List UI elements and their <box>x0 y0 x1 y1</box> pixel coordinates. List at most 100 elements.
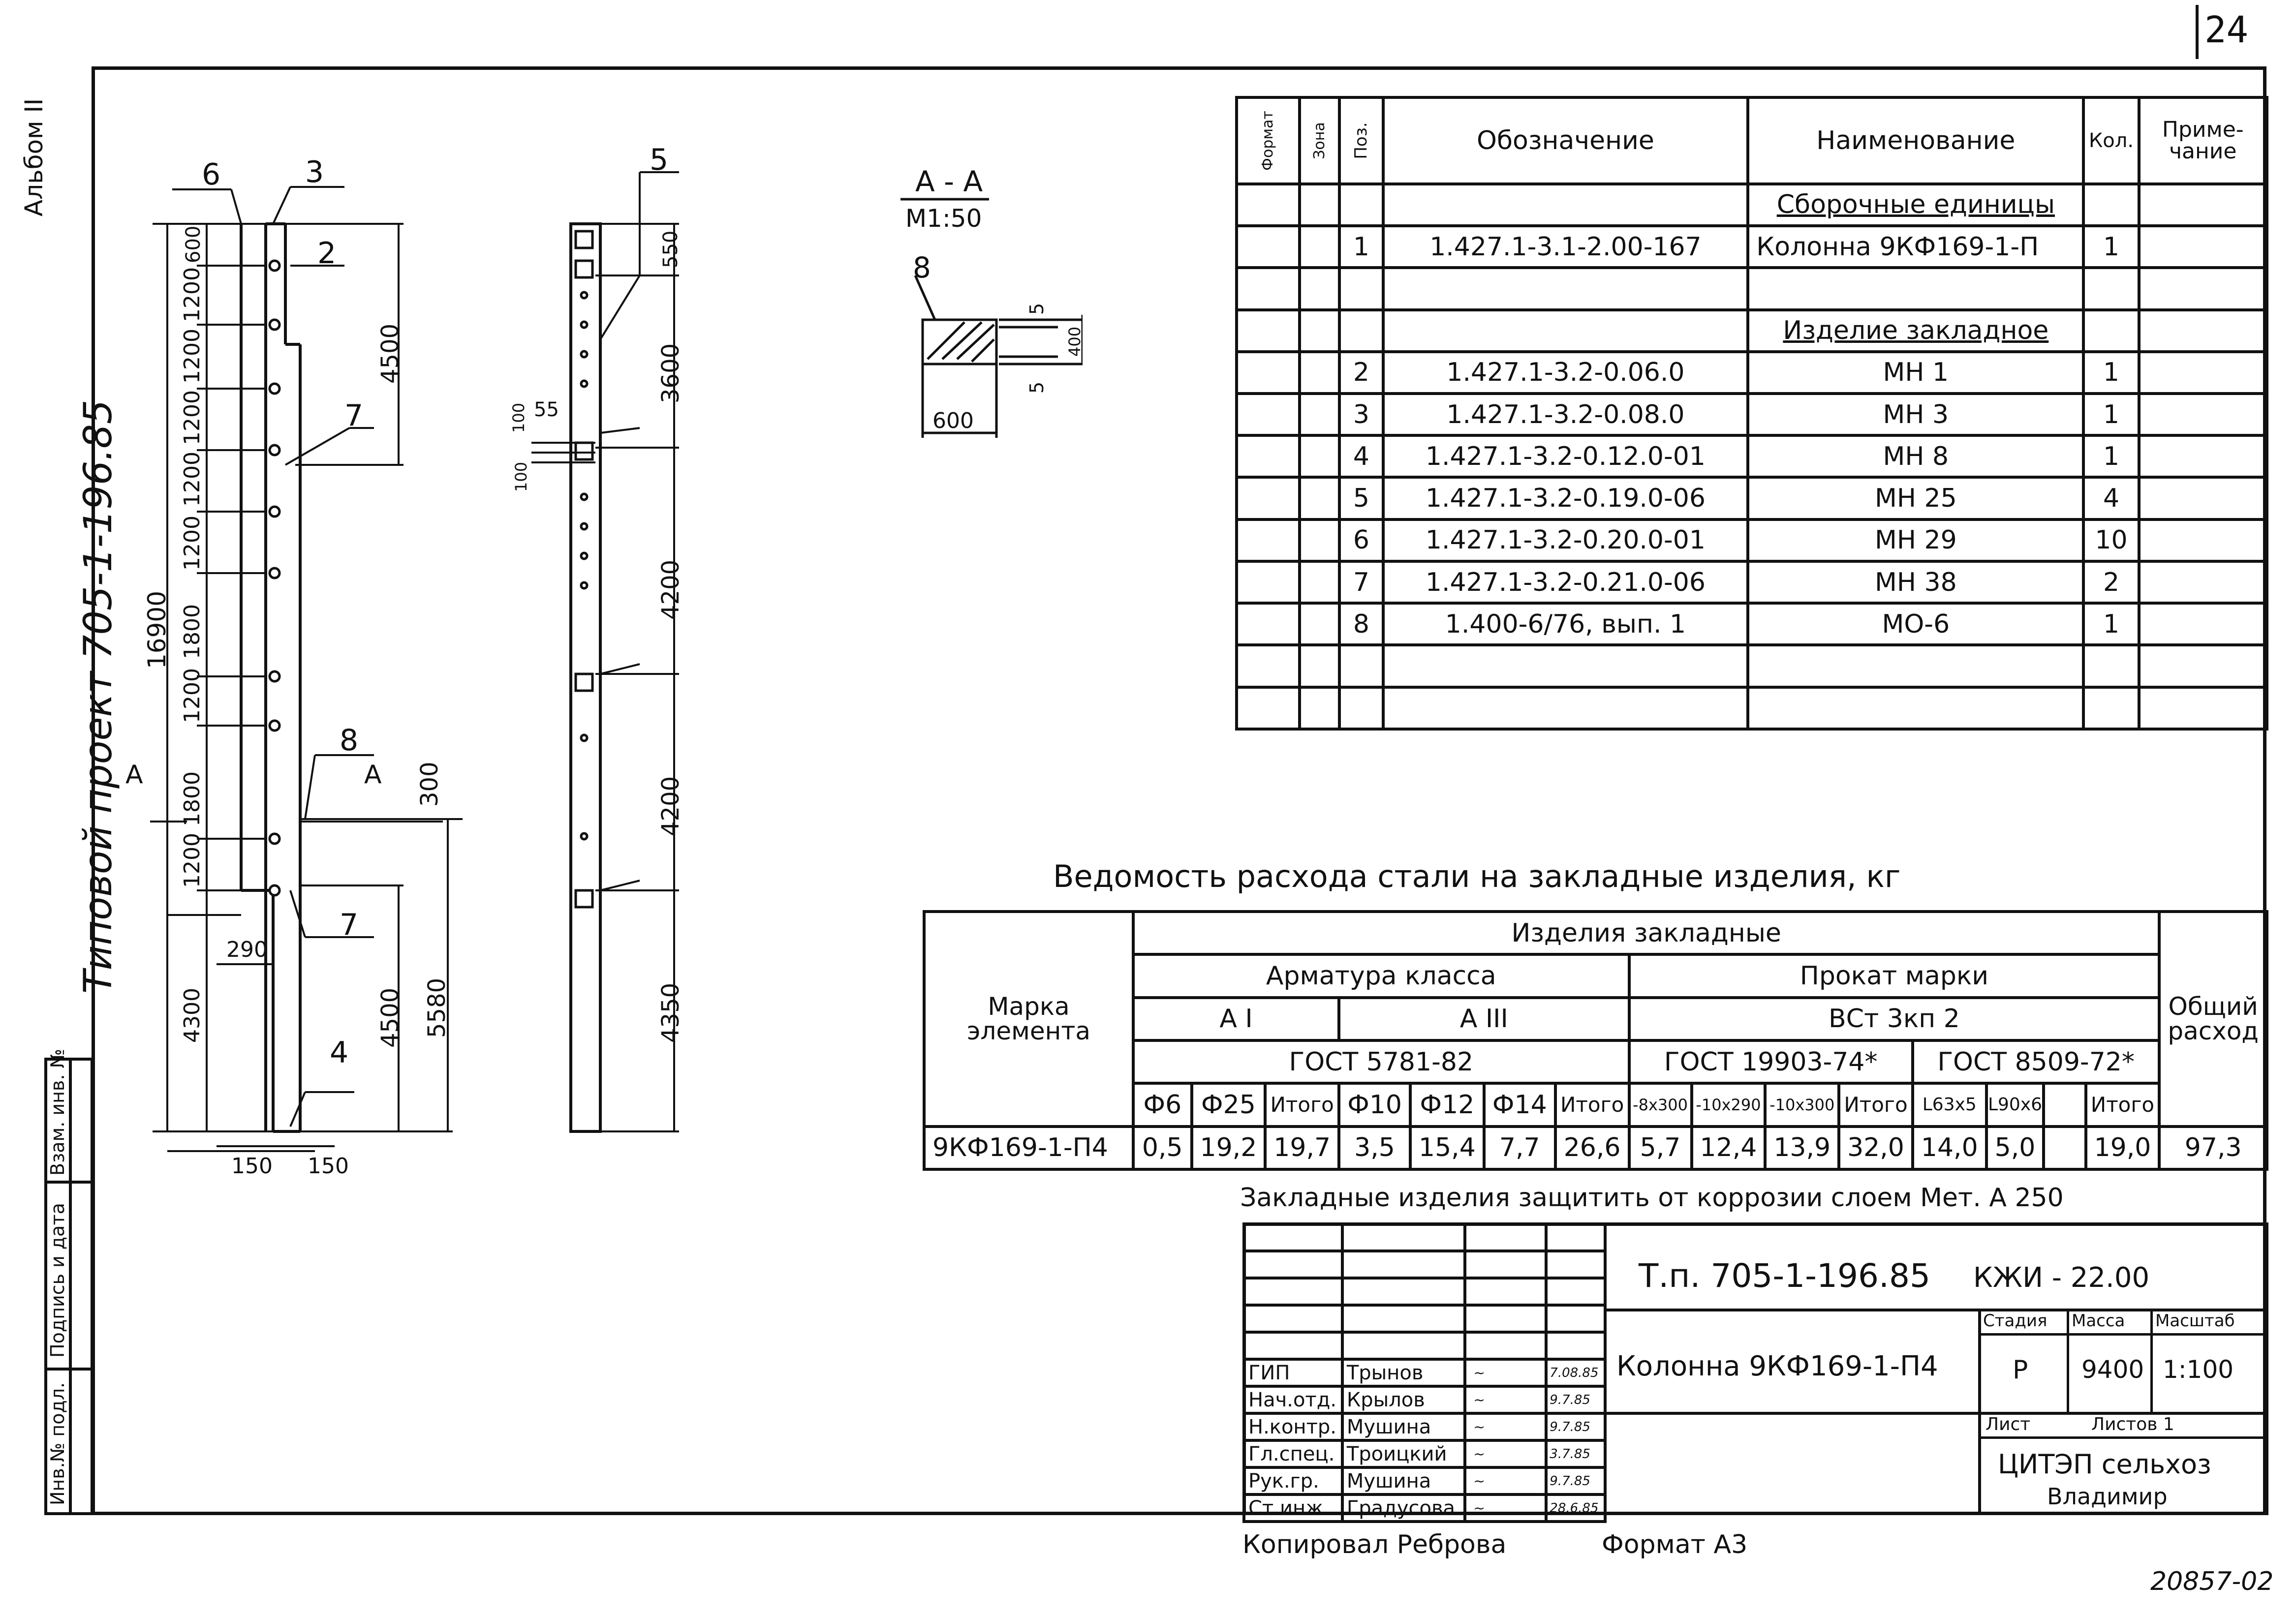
dim-4300: 4300 <box>180 988 205 1043</box>
label-pos-4: 4 <box>330 1036 349 1070</box>
spec-pos: 1 <box>1338 224 1385 270</box>
spec-section-row-2: Изделие закладное <box>1235 308 2269 353</box>
spec-row: 4 1.427.1-3.2-0.12.0-01 МН 8 1 <box>1235 434 2269 479</box>
dim-4200-b: 4200 <box>657 776 684 836</box>
spec-row-1: 1 1.427.1-3.1-2.00-167 Колонна 9КФ169-1-… <box>1235 224 2269 270</box>
spec-row: 6 1.427.1-3.2-0.20.0-01 МН 29 10 <box>1235 518 2269 563</box>
tb-code: Т.п. 705-1-196.85 <box>1639 1257 1930 1295</box>
tb-code2: КЖИ - 22.00 <box>1973 1262 2150 1294</box>
steel-h-armatura: Арматура класса <box>1132 953 1631 999</box>
corrosion-note: Закладные изделия защитить от коррозии с… <box>1240 1183 2064 1213</box>
dim-150-right: 150 <box>308 1154 349 1179</box>
label-pos-8: 8 <box>340 723 359 758</box>
label-pos-7b: 7 <box>340 908 359 942</box>
steel-h-a1: А I <box>1132 996 1341 1042</box>
spec-section-row-1: Сборочные единицы <box>1235 182 2269 228</box>
dim-1200-e: 1200 <box>180 516 205 571</box>
section-pos-8: 8 <box>913 251 931 284</box>
section-aa <box>900 198 1083 438</box>
steel-h-gost1: ГОСТ 5781-82 <box>1132 1038 1631 1085</box>
specification-table: Формат Зона Поз. Обозначение Наименовани… <box>1235 96 2269 731</box>
sheet-number-divider <box>2196 5 2199 59</box>
dim-4500-top: 4500 <box>376 323 404 384</box>
label-pos-5: 5 <box>650 143 669 177</box>
dim-100-b: 100 <box>512 461 530 492</box>
dim-4500-bottom: 4500 <box>376 987 404 1048</box>
signature-row: Рук.гр. Мушина ~ 9.7.85 <box>1242 1466 1607 1496</box>
signature-mark: ~ <box>1463 1466 1548 1496</box>
tb-sheet: Лист <box>1986 1414 2031 1434</box>
section-dim-600: 600 <box>932 408 974 433</box>
tb-vline-2 <box>2067 1309 2069 1412</box>
spec-empty-row <box>1235 266 2269 311</box>
steel-row-total: 97,3 <box>2158 1125 2268 1171</box>
steel-h-total: Общий расход <box>2158 910 2268 1128</box>
dim-16900: 16900 <box>143 590 171 669</box>
section-mark-left: А <box>125 760 143 790</box>
spec-h-designation: Обозначение <box>1381 96 1750 185</box>
steel-consumption-table: Марка элемента Изделия закладные Общий р… <box>922 910 2268 1171</box>
dim-5580: 5580 <box>423 977 451 1038</box>
dim-1200-d: 1200 <box>180 452 205 507</box>
dim-55: 55 <box>534 398 559 421</box>
tb-mass: 9400 <box>2081 1355 2144 1384</box>
section-dim-5a: 5 <box>1026 303 1048 315</box>
spec-h-qty: Кол. <box>2082 96 2141 185</box>
steel-h-prokat: Прокат марки <box>1627 953 2161 999</box>
anchors-view1 <box>268 259 281 897</box>
spec-designation: 1.427.1-3.1-2.00-167 <box>1381 224 1750 270</box>
label-pos-6: 6 <box>202 157 221 192</box>
steel-h-a3: А III <box>1337 996 1631 1042</box>
steel-h-izd: Изделия закладные <box>1132 910 2161 956</box>
doc-number: 20857-02 <box>2150 1567 2274 1596</box>
dim-1800-a: 1800 <box>180 604 205 659</box>
copied-by: Копировал Реброва <box>1242 1530 1507 1559</box>
column-view-side <box>569 222 602 1133</box>
steel-row-mark: 9КФ169-1-П4 <box>922 1125 1135 1171</box>
dim-lines-view1 <box>153 223 463 1152</box>
tb-hline-2 <box>1607 1412 2268 1415</box>
spec-h-note: Приме-чание <box>2137 96 2269 185</box>
signature-mark: ~ <box>1463 1385 1548 1415</box>
spec-name: Колонна 9КФ169-1-П <box>1746 224 2085 270</box>
dim-290: 290 <box>226 937 268 962</box>
spec-qty: 1 <box>2082 224 2141 270</box>
drawing-frame <box>92 66 2266 1515</box>
dim-1200-f: 1200 <box>180 668 205 723</box>
label-pos-7a: 7 <box>344 398 364 433</box>
steel-subheader-row: Ф6 Ф25 Итого Ф10 Ф12 Ф14 Итого -8х300 -1… <box>924 1082 2267 1128</box>
spec-row: 5 1.427.1-3.2-0.19.0-06 МН 25 4 <box>1235 476 2269 521</box>
steel-h-vst: ВСт 3кп 2 <box>1627 996 2161 1042</box>
dim-300: 300 <box>416 762 443 807</box>
spec-h-zone: Зона <box>1298 96 1341 185</box>
tb-city: Владимир <box>2047 1483 2168 1510</box>
tb-hline-1 <box>1607 1309 2268 1311</box>
tb-vline-3 <box>2150 1309 2153 1412</box>
spec-row: 3 1.427.1-3.2-0.08.0 МН 3 1 <box>1235 392 2269 437</box>
signature-mark: ~ <box>1463 1358 1548 1388</box>
section-title: А - А <box>915 165 983 198</box>
signature-row: Гл.спец. Троицкий ~ 3.7.85 <box>1242 1439 1607 1469</box>
steel-table-title: Ведомость расхода стали на закладные изд… <box>1053 858 1901 894</box>
column-view-front <box>240 222 302 1133</box>
section-dim-5b: 5 <box>1026 381 1048 394</box>
tb-scale-h: Масштаб <box>2155 1311 2235 1331</box>
signature-row: ГИП Трынов ~ 7.08.85 <box>1242 1358 1607 1388</box>
tb-hline-3 <box>1978 1333 2268 1336</box>
spec-row: 2 1.427.1-3.2-0.06.0 МН 1 1 <box>1235 350 2269 395</box>
label-pos-3: 3 <box>305 155 324 189</box>
stamp-inv-podl: Инв.№ подл. <box>47 1382 68 1505</box>
steel-h-gost2: ГОСТ 19903-74* <box>1627 1038 1914 1085</box>
sheet-number: 24 <box>2204 9 2249 51</box>
stamp-podpis: Подпись и дата <box>47 1203 68 1358</box>
steel-data-row: 9КФ169-1-П4 0,5 19,2 19,7 3,5 15,4 7,7 2… <box>922 1125 2268 1171</box>
tb-stage: Р <box>2013 1355 2028 1385</box>
signature-mark: ~ <box>1463 1493 1548 1523</box>
spec-section-embedded: Изделие закладное <box>1746 308 2085 353</box>
dim-4200-a: 4200 <box>657 559 684 620</box>
left-stamp-sep1 <box>44 1181 93 1184</box>
dim-lines-view2 <box>531 171 679 1132</box>
signature-mark: ~ <box>1463 1439 1548 1469</box>
section-scale: М1:50 <box>905 204 982 233</box>
column-drawings <box>150 171 1083 1152</box>
